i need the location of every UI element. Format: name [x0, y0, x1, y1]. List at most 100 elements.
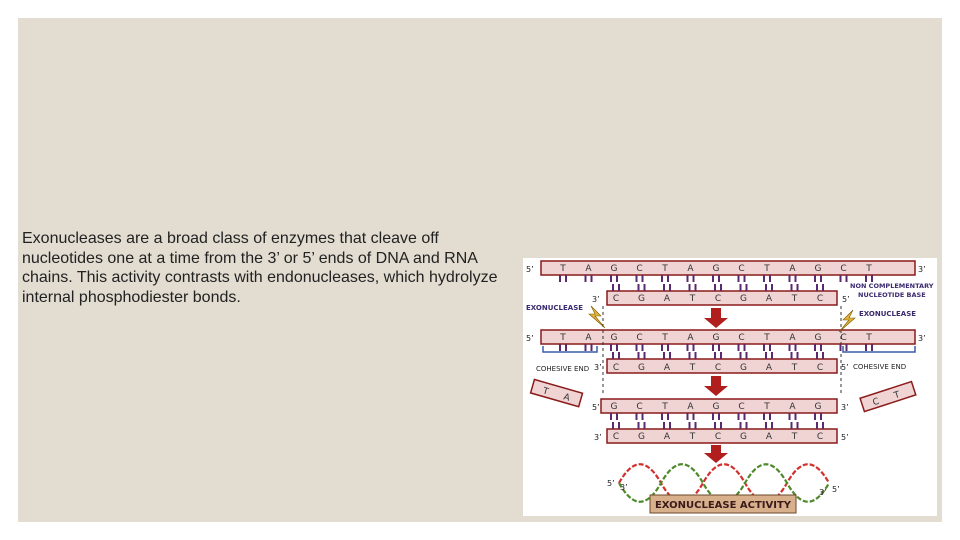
- base-letter: T: [865, 333, 872, 343]
- wave-end-label: 5’: [607, 479, 615, 488]
- base-letter: A: [766, 294, 773, 304]
- end-label: 3’: [592, 295, 600, 304]
- base-letter: C: [738, 333, 744, 343]
- wave-end-label: 5’: [832, 485, 840, 494]
- base-letter: T: [763, 264, 770, 274]
- base-letter: G: [638, 363, 645, 373]
- top-strand-2: [540, 329, 916, 345]
- cohesive-bracket-right: [842, 346, 916, 353]
- wave-green: [618, 463, 830, 503]
- base-letter: T: [661, 333, 668, 343]
- base-letter: A: [664, 294, 671, 304]
- base-letter: C: [715, 432, 721, 442]
- base-letter: A: [766, 363, 773, 373]
- fragment-letters: CT: [872, 390, 902, 408]
- base-letter: C: [613, 363, 619, 373]
- base-letter: T: [892, 390, 902, 402]
- lightning-left-icon: [588, 305, 606, 329]
- base-letter: G: [638, 294, 645, 304]
- base-letter: G: [713, 333, 720, 343]
- activity-box: [649, 494, 797, 514]
- end-label: 3’: [918, 334, 926, 343]
- base-letter: T: [689, 363, 696, 373]
- down-arrow-2: [704, 376, 728, 396]
- lightning-right-icon: [838, 309, 856, 333]
- base-letter: G: [815, 264, 822, 274]
- fragment-right: [859, 380, 917, 413]
- end-label: 5’: [841, 363, 849, 372]
- base-letter: C: [872, 397, 881, 408]
- base-letter: A: [562, 392, 571, 404]
- base-letter: T: [791, 432, 798, 442]
- end-label: 5’: [841, 433, 849, 442]
- base-letter: C: [817, 432, 823, 442]
- wave-red: [618, 463, 830, 503]
- base-letter: T: [689, 432, 696, 442]
- base-letter: A: [766, 432, 773, 442]
- base-letter: A: [664, 432, 671, 442]
- base-letter: T: [689, 294, 696, 304]
- base-letter: A: [687, 264, 694, 274]
- top-strand-1: [540, 260, 916, 276]
- wave-end-label: 3’: [819, 488, 827, 497]
- end-label: 3’: [918, 265, 926, 274]
- base-letter: C: [613, 294, 619, 304]
- base-letter: G: [713, 264, 720, 274]
- base-letter: G: [740, 432, 747, 442]
- fragment-left: [529, 378, 584, 408]
- base-letter: A: [664, 363, 671, 373]
- base-letter: C: [738, 402, 744, 412]
- end-label: 3’: [594, 363, 602, 372]
- end-label: 5’: [842, 295, 850, 304]
- base-letter: T: [559, 264, 566, 274]
- base-letter: T: [865, 264, 872, 274]
- cohesive-end-label-right: COHESIVE END: [853, 363, 906, 371]
- base-letter: A: [789, 264, 796, 274]
- base-letter: C: [817, 294, 823, 304]
- base-letter: G: [638, 432, 645, 442]
- base-letter: G: [611, 264, 618, 274]
- base-letter: C: [817, 363, 823, 373]
- wave-end-label: 3’: [620, 483, 628, 492]
- base-letter: T: [791, 294, 798, 304]
- base-letter: G: [815, 333, 822, 343]
- base-letter: T: [661, 264, 668, 274]
- exonuclease-diagram-svg: 5’ 3’ 3’ 5’ 5’ 3’ 3’ 5’ 5’ 3’ 3’ 5’ EXON…: [526, 260, 934, 514]
- fragment-letters: TA: [540, 386, 571, 404]
- base-letter: A: [789, 402, 796, 412]
- exonuclease-label-left: EXONUCLEASE: [526, 304, 583, 312]
- exonuclease-diagram: 5’ 3’ 3’ 5’ 5’ 3’ 3’ 5’ 5’ 3’ 3’ 5’ EXON…: [523, 258, 937, 516]
- base-letter: A: [687, 333, 694, 343]
- exonuclease-activity-label: EXONUCLEASE ACTIVITY: [655, 500, 792, 511]
- base-letter: A: [585, 333, 592, 343]
- end-label: 5’: [526, 334, 534, 343]
- exonuclease-label-right: EXONUCLEASE: [859, 310, 916, 318]
- base-letter: G: [815, 402, 822, 412]
- base-letter: C: [636, 333, 642, 343]
- base-letter: A: [687, 402, 694, 412]
- base-letter: G: [740, 363, 747, 373]
- end-label: 5’: [592, 403, 600, 412]
- base-letter: T: [791, 363, 798, 373]
- down-arrow-1: [704, 308, 728, 328]
- base-letter: C: [840, 264, 846, 274]
- base-letter: G: [740, 294, 747, 304]
- non-complementary-label-1: NON COMPLEMENTARY: [850, 282, 934, 290]
- end-label: 3’: [594, 433, 602, 442]
- down-arrow-3: [704, 445, 728, 463]
- base-letter: C: [840, 333, 846, 343]
- base-letter: C: [715, 363, 721, 373]
- description-paragraph: Exonucleases are a broad class of enzyme…: [22, 230, 498, 306]
- base-letter: C: [636, 264, 642, 274]
- base-letter: T: [559, 333, 566, 343]
- base-letter: A: [789, 333, 796, 343]
- base-letter: C: [613, 432, 619, 442]
- end-label: 3’: [841, 403, 849, 412]
- base-letter: G: [713, 402, 720, 412]
- cohesive-end-label-left: COHESIVE END: [536, 365, 589, 373]
- base-letter: C: [738, 264, 744, 274]
- base-letter: G: [611, 402, 618, 412]
- base-letter: T: [763, 402, 770, 412]
- base-letter: T: [763, 333, 770, 343]
